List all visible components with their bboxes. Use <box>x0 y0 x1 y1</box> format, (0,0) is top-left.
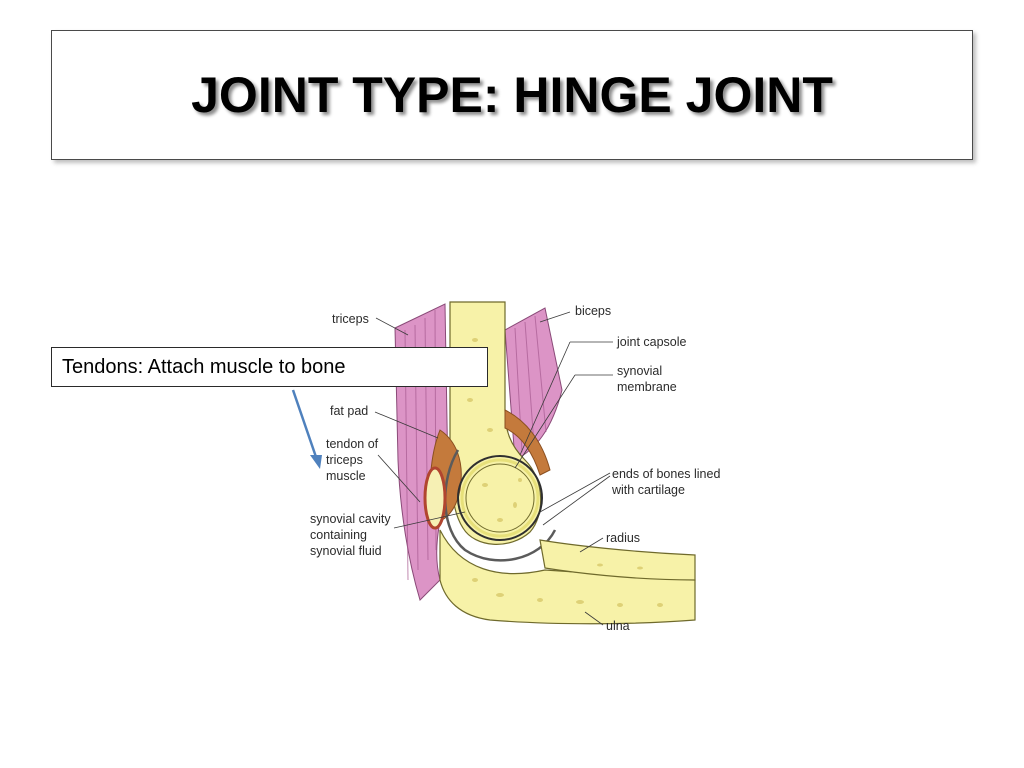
label-cavity-3: synovial fluid <box>310 544 382 558</box>
label-biceps: biceps <box>575 304 611 318</box>
callout-text: Tendons: Attach muscle to bone <box>62 356 346 379</box>
label-cavity-2: containing <box>310 528 367 542</box>
callout-arrow-icon <box>280 385 340 475</box>
tendons-callout: Tendons: Attach muscle to bone <box>51 347 488 387</box>
label-ends-2: with cartilage <box>611 483 685 497</box>
label-membrane-2: membrane <box>617 380 677 394</box>
label-capsule: joint capsole <box>616 335 687 349</box>
label-ulna: ulna <box>606 619 630 633</box>
slide-title: JOINT TYPE: HINGE JOINT <box>191 66 833 124</box>
label-radius: radius <box>606 531 640 545</box>
label-triceps: triceps <box>332 312 369 326</box>
label-ends-1: ends of bones lined <box>612 467 720 481</box>
elbow-joint-diagram: triceps fat pad tendon of triceps muscle… <box>300 280 750 650</box>
label-cavity-1: synovial cavity <box>310 512 391 526</box>
label-membrane-1: synovial <box>617 364 662 378</box>
title-box: JOINT TYPE: HINGE JOINT <box>51 30 973 160</box>
